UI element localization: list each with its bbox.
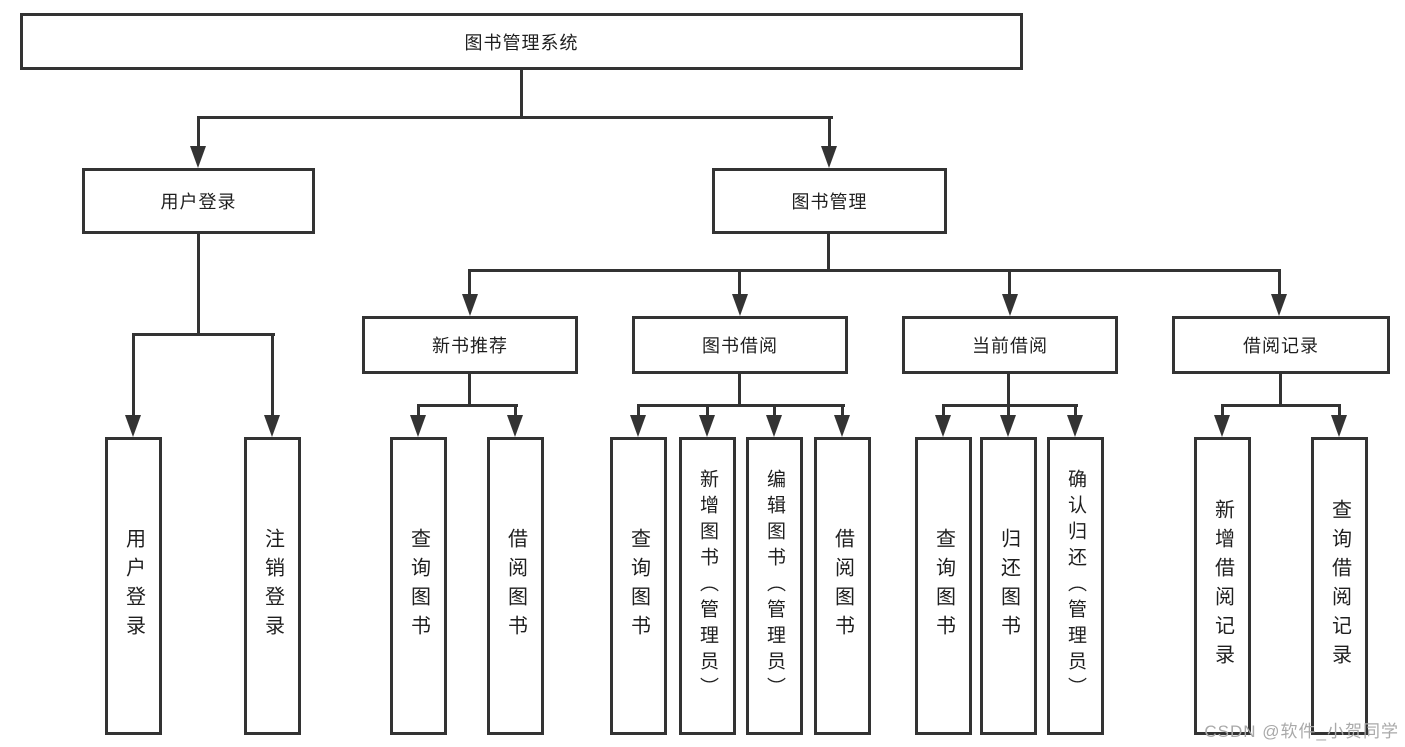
leaf-label: 借阅图书 (831, 528, 854, 644)
connector-line (1074, 406, 1077, 417)
arrow-down-icon (1271, 294, 1287, 316)
arrow-down-icon (462, 294, 478, 316)
leaf-label: 新增借阅记录 (1211, 499, 1234, 673)
connector-line (132, 335, 135, 417)
node-label: 新书推荐 (432, 336, 508, 356)
connector-line (468, 272, 471, 296)
connector-line (417, 406, 420, 417)
connector-line (1338, 406, 1341, 417)
arrow-down-icon (507, 415, 523, 437)
arrow-down-icon (1002, 294, 1018, 316)
connector-line (1279, 374, 1282, 406)
leaf-label: 查询图书 (627, 528, 650, 644)
arrow-down-icon (125, 415, 141, 437)
arrow-down-icon (1214, 415, 1230, 437)
connector-line (942, 406, 945, 417)
node-label: 图书管理系统 (464, 32, 579, 53)
arrow-down-icon (1000, 415, 1016, 437)
connector-line (841, 406, 844, 417)
node-library-management-system: 图书管理系统 (20, 13, 1023, 70)
connector-line (827, 234, 830, 272)
node-label: 用户登录 (160, 192, 237, 212)
node-borrow-record: 借阅记录 (1172, 316, 1390, 374)
connector-line (197, 118, 200, 148)
leaf-record-add-borrow-record: 新增借阅记录 (1194, 437, 1251, 735)
leaf-label: 查询图书 (932, 528, 955, 644)
connector-line (738, 374, 741, 406)
connector-line (514, 406, 517, 417)
node-label: 借阅记录 (1243, 336, 1319, 356)
leaf-label: 确认归还（管理员） (1065, 469, 1086, 703)
arrow-down-icon (834, 415, 850, 437)
connector-line (828, 118, 831, 148)
connector-line (637, 404, 845, 407)
connector-line (197, 234, 200, 336)
connector-line (520, 70, 523, 118)
arrow-down-icon (264, 415, 280, 437)
connector-line (942, 404, 1078, 407)
leaf-borrow-borrow-books: 借阅图书 (814, 437, 871, 735)
leaf-borrow-edit-books-admin: 编辑图书（管理员） (746, 437, 803, 735)
node-label: 图书借阅 (702, 336, 778, 356)
leaf-current-confirm-return-admin: 确认归还（管理员） (1047, 437, 1104, 735)
leaf-label: 新增图书（管理员） (697, 469, 718, 703)
leaf-current-query-books: 查询图书 (915, 437, 972, 735)
leaf-current-return-books: 归还图书 (980, 437, 1037, 735)
connector-line (1221, 404, 1341, 407)
leaf-borrow-query-books: 查询图书 (610, 437, 667, 735)
connector-line (468, 269, 1281, 272)
leaf-label: 用户登录 (122, 528, 145, 644)
leaf-label: 借阅图书 (504, 528, 527, 644)
leaf-logout: 注销登录 (244, 437, 301, 735)
leaf-label: 查询借阅记录 (1328, 499, 1351, 673)
leaf-recommend-borrow-books: 借阅图书 (487, 437, 544, 735)
leaf-label: 编辑图书（管理员） (764, 469, 785, 703)
leaf-record-query-borrow-record: 查询借阅记录 (1311, 437, 1368, 735)
connector-line (706, 406, 709, 417)
leaf-label: 注销登录 (261, 528, 284, 644)
arrow-down-icon (190, 146, 206, 168)
node-user-login-branch: 用户登录 (82, 168, 315, 234)
node-book-management-branch: 图书管理 (712, 168, 947, 234)
connector-line (417, 404, 518, 407)
arrow-down-icon (699, 415, 715, 437)
leaf-borrow-add-books-admin: 新增图书（管理员） (679, 437, 736, 735)
node-book-borrow: 图书借阅 (632, 316, 848, 374)
arrow-down-icon (935, 415, 951, 437)
connector-line (637, 406, 640, 417)
arrow-down-icon (630, 415, 646, 437)
connector-line (1007, 406, 1010, 417)
arrow-down-icon (1331, 415, 1347, 437)
arrow-down-icon (1067, 415, 1083, 437)
connector-line (773, 406, 776, 417)
node-label: 当前借阅 (972, 336, 1048, 356)
node-current-borrow: 当前借阅 (902, 316, 1118, 374)
connector-line (468, 374, 471, 406)
arrow-down-icon (732, 294, 748, 316)
csdn-watermark: CSDN @软件_小贺同学 (1204, 722, 1399, 741)
connector-line (197, 116, 833, 119)
arrow-down-icon (410, 415, 426, 437)
connector-line (738, 272, 741, 296)
arrow-down-icon (766, 415, 782, 437)
connector-line (1221, 406, 1224, 417)
leaf-label: 归还图书 (997, 528, 1020, 644)
leaf-recommend-query-books: 查询图书 (390, 437, 447, 735)
connector-line (271, 335, 274, 417)
arrow-down-icon (821, 146, 837, 168)
connector-line (132, 333, 275, 336)
connector-line (1008, 272, 1011, 296)
node-label: 图书管理 (791, 192, 868, 212)
leaf-user-login: 用户登录 (105, 437, 162, 735)
leaf-label: 查询图书 (407, 528, 430, 644)
connector-line (1007, 374, 1010, 406)
node-new-book-recommend: 新书推荐 (362, 316, 578, 374)
connector-line (1278, 272, 1281, 296)
